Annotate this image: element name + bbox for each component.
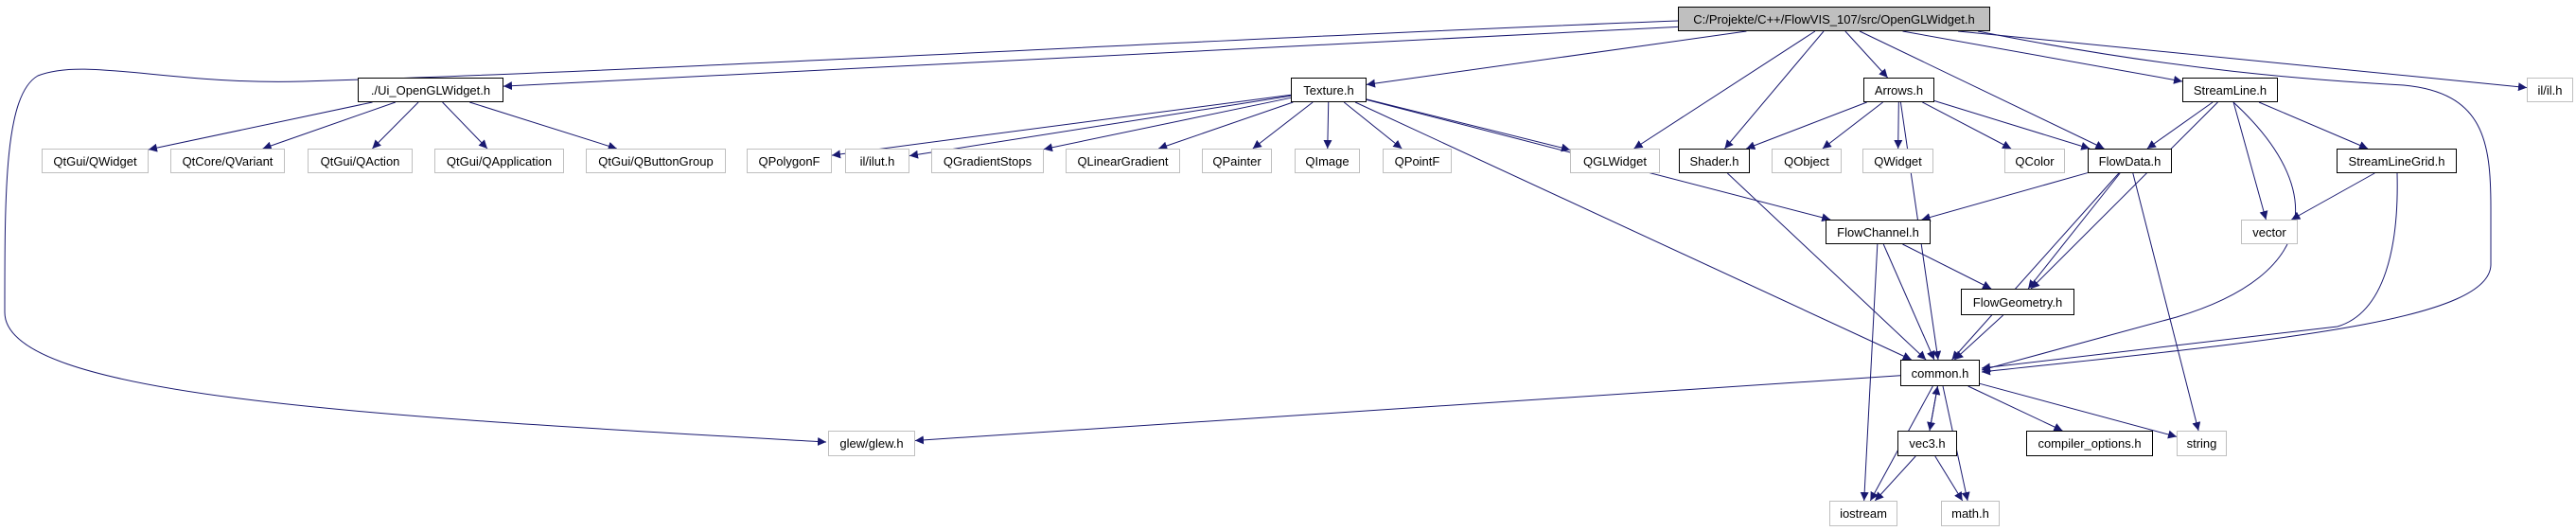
edge-root-to-qglwidget: [1633, 30, 1816, 150]
node-qcolor: QColor: [2004, 149, 2065, 173]
node-arrows[interactable]: Arrows.h: [1863, 78, 1934, 102]
node-mathh: math.h: [1941, 501, 2000, 526]
node-flowchannel[interactable]: FlowChannel.h: [1826, 220, 1931, 244]
edge-texture-to-qlineargradient: [1158, 101, 1294, 150]
edge-ui-to-qapplication: [442, 101, 488, 150]
edge-root-to-common: [1977, 30, 2492, 376]
edge-streamline-to-streamlinegrid: [2258, 101, 2369, 150]
node-vec3[interactable]: vec3.h: [1897, 431, 1957, 456]
edge-vec3-to-common: [1929, 385, 1941, 432]
node-compileroptions[interactable]: compiler_options.h: [2026, 431, 2153, 456]
edge-arrows-to-flowdata: [1933, 100, 2091, 150]
node-streamline[interactable]: StreamLine.h: [2182, 78, 2278, 102]
node-glew: glew/glew.h: [828, 431, 915, 456]
node-streamlinegrid[interactable]: StreamLineGrid.h: [2337, 149, 2457, 173]
edge-texture-to-qpointf: [1343, 101, 1403, 150]
edge-streamlinegrid-to-common: [1981, 172, 2398, 372]
node-qwidget: QWidget: [1862, 149, 1933, 173]
edge-flowgeometry-to-common: [1953, 314, 2004, 361]
edge-arrows-to-qobject: [1822, 101, 1883, 150]
edge-root-to-flowdata: [1859, 30, 2105, 150]
edge-root-to-ui: [503, 26, 1679, 91]
edge-common-to-glew: [914, 375, 1901, 445]
node-qaction: QtGui/QAction: [308, 149, 413, 173]
node-qapplication: QtGui/QApplication: [434, 149, 564, 173]
node-shader[interactable]: Shader.h: [1679, 149, 1750, 173]
edge-texture-to-qglwidget: [1366, 98, 1571, 152]
node-qglwidget: QGLWidget: [1570, 149, 1660, 173]
edge-root-to-ilil: [1958, 30, 2528, 92]
node-flowgeometry[interactable]: FlowGeometry.h: [1961, 289, 2074, 315]
edge-ui-to-qvariant: [262, 101, 396, 150]
node-texture[interactable]: Texture.h: [1291, 78, 1367, 102]
edge-flowchannel-to-iostream: [1860, 243, 1879, 502]
edge-arrows-to-shader: [1746, 101, 1867, 150]
edge-streamline-to-flowgeometry: [2030, 101, 2218, 290]
edge-flowdata-to-common: [1951, 172, 2120, 361]
node-ui[interactable]: ./Ui_OpenGLWidget.h: [358, 78, 503, 102]
edge-flowchannel-to-common: [1882, 243, 1935, 361]
edge-root-to-shader: [1724, 30, 1825, 150]
node-qlineargradient: QLinearGradient: [1066, 149, 1180, 173]
node-ilil: il/il.h: [2527, 78, 2573, 102]
node-string: string: [2177, 431, 2227, 456]
node-root[interactable]: C:/Projekte/C++/FlowVIS_107/src/OpenGLWi…: [1678, 7, 1990, 31]
edge-flowdata-to-flowchannel: [1921, 172, 2089, 221]
node-qpointf: QPointF: [1383, 149, 1452, 173]
edge-root-to-arrows: [1844, 30, 1888, 79]
edge-texture-to-qpainter: [1252, 101, 1314, 150]
edge-ui-to-qbuttongroup: [469, 101, 617, 150]
node-vector: vector: [2241, 220, 2298, 244]
edge-arrows-to-qwidget: [1894, 101, 1903, 150]
edge-texture-to-qpolygonf: [831, 94, 1292, 159]
edge-ui-to-qtqwidget: [148, 101, 373, 152]
node-qpainter: QPainter: [1202, 149, 1272, 173]
node-qtqwidget: QtGui/QWidget: [42, 149, 149, 173]
edge-streamline-to-flowdata: [2146, 101, 2214, 150]
node-common[interactable]: common.h: [1900, 360, 1980, 386]
node-qvariant: QtCore/QVariant: [170, 149, 285, 173]
node-qpolygonf: QPolygonF: [747, 149, 832, 173]
node-iostream: iostream: [1829, 501, 1897, 526]
edge-streamlinegrid-to-vector: [2291, 172, 2375, 221]
edge-texture-to-qgradientstops: [1043, 97, 1292, 152]
edge-texture-to-common: [1354, 101, 1912, 361]
edge-vec3-to-iostream: [1874, 455, 1916, 502]
edge-texture-to-ilut: [909, 95, 1292, 159]
edge-flowdata-to-flowgeometry: [2027, 172, 2121, 290]
node-qobject: QObject: [1772, 149, 1842, 173]
node-qbuttongroup: QtGui/QButtonGroup: [586, 149, 726, 173]
edge-streamline-to-vector: [2232, 101, 2268, 221]
edge-flowdata-to-string: [2132, 172, 2201, 432]
edge-arrows-to-qcolor: [1922, 101, 2012, 150]
edge-common-to-string: [1979, 382, 2178, 439]
node-flowdata[interactable]: FlowData.h: [2088, 149, 2172, 173]
edge-root-to-glew: [4, 20, 1679, 446]
node-ilut: il/ilut.h: [845, 149, 909, 173]
edge-root-to-texture: [1366, 30, 1747, 88]
edge-shader-to-common: [1726, 172, 1927, 361]
node-qgradientstops: QGradientStops: [931, 149, 1044, 173]
edge-vec3-to-mathh: [1934, 455, 1964, 502]
edge-flowchannel-to-flowgeometry: [1902, 243, 1992, 290]
edge-texture-to-qimage: [1323, 101, 1332, 150]
edge-root-to-streamline: [1902, 30, 2183, 84]
node-qimage: QImage: [1295, 149, 1360, 173]
edge-ui-to-qaction: [372, 101, 419, 150]
edge-common-to-compileroptions: [1967, 385, 2063, 432]
